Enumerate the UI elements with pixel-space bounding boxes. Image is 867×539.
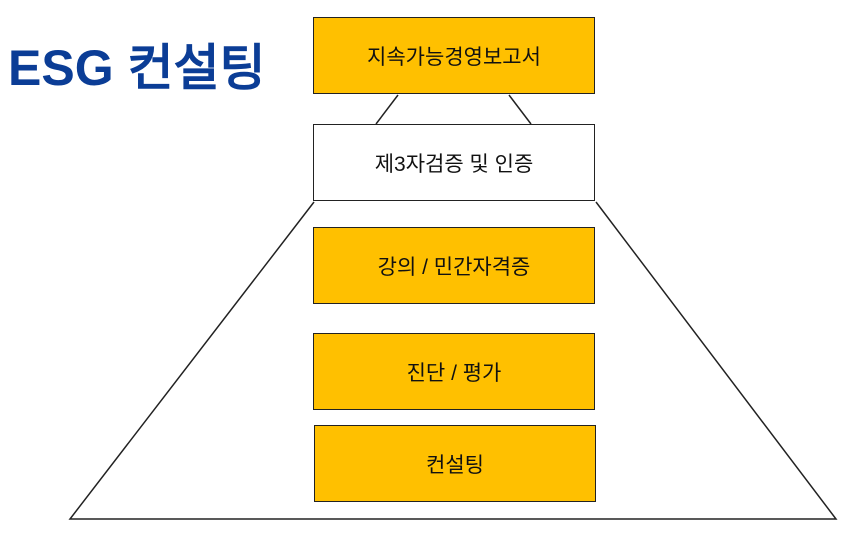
box-diagnosis-evaluation: 진단 / 평가 [313, 333, 595, 410]
box-third-party-verification: 제3자검증 및 인증 [313, 124, 595, 201]
box-consulting: 컨설팅 [314, 425, 596, 502]
page-title: ESG 컨설팅 [8, 40, 266, 96]
box-sustainability-report: 지속가능경영보고서 [313, 17, 595, 94]
box-lecture-certification: 강의 / 민간자격증 [313, 227, 595, 304]
